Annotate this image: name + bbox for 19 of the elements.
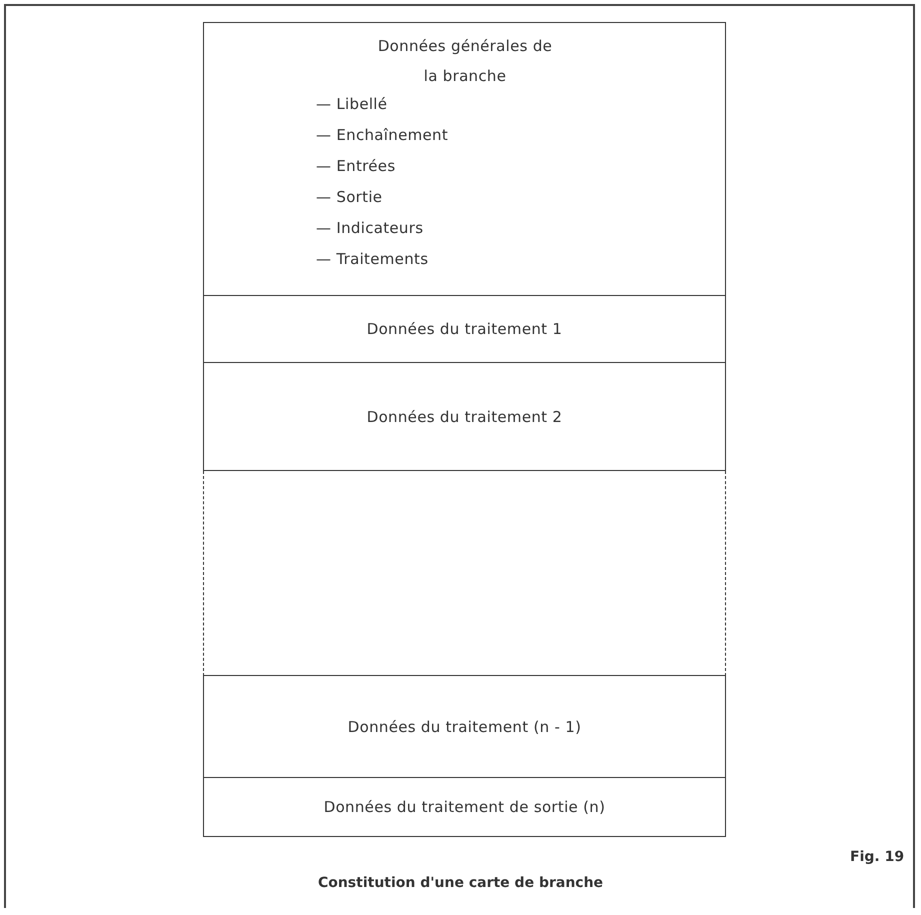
list-item: — Libellé: [316, 95, 388, 113]
record-section: [203, 363, 726, 471]
list-item: — Enchaînement: [316, 126, 448, 144]
figure-number: Fig. 19: [850, 849, 904, 865]
section-heading: Données générales de la branche: [376, 36, 554, 87]
record-section: [203, 676, 726, 778]
section-label: Données du traitement (n - 1): [348, 718, 582, 736]
list-item: — Indicateurs: [316, 219, 424, 237]
list-item: — Sortie: [316, 188, 382, 206]
section-label: Données du traitement 2: [366, 408, 562, 426]
record-section: [203, 22, 726, 296]
caption: Constitution d'une carte de branche: [316, 875, 604, 891]
section-label: Données du traitement de sortie (n): [324, 798, 606, 816]
list-item: — Traitements: [316, 250, 428, 268]
list-item: — Entrées: [316, 157, 396, 175]
record-section: [203, 778, 726, 837]
record-section: [203, 296, 726, 363]
dashed-box: [203, 471, 726, 676]
section-label: Données du traitement 1: [366, 320, 562, 338]
